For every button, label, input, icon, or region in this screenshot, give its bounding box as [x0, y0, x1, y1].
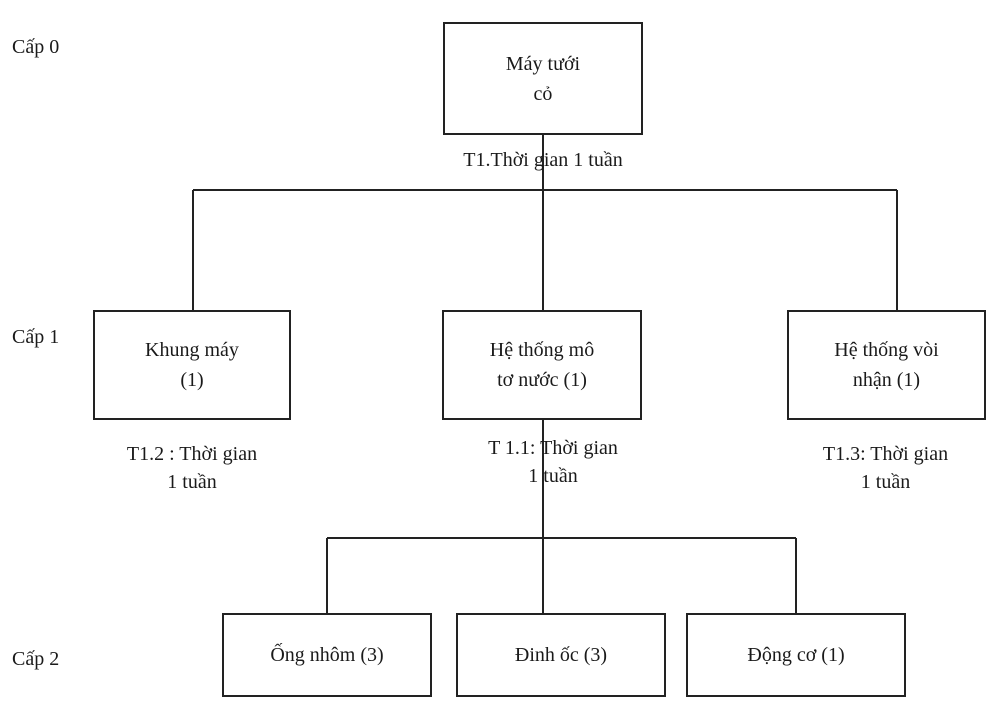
level-1-label: Cấp 1	[12, 326, 60, 348]
node-motor-system-line2: tơ nước (1)	[497, 369, 587, 391]
node-frame: Khung máy (1)	[93, 310, 291, 420]
node-motor-system: Hệ thống mô tơ nước (1)	[442, 310, 642, 420]
note-t1-2-line1: T1.2 : Thời gian	[126, 443, 258, 465]
node-bolts-line1: Đinh ốc (3)	[514, 644, 608, 666]
node-nozzle-system-line2: nhận (1)	[852, 369, 921, 391]
node-nozzle-system-line1: Hệ thống vòi	[834, 339, 939, 361]
node-root-line2: cỏ	[533, 82, 553, 105]
node-root-line1: Máy tưới	[505, 52, 581, 75]
level-0-label: Cấp 0	[12, 36, 60, 58]
node-frame-line2: (1)	[180, 369, 204, 391]
node-aluminum-pipe: Ống nhôm (3)	[222, 613, 432, 697]
level-2-label: Cấp 2	[12, 648, 60, 670]
node-motor-system-line1: Hệ thống mô	[489, 339, 595, 361]
node-engine: Động cơ (1)	[686, 613, 906, 697]
node-aluminum-pipe-line1: Ống nhôm (3)	[270, 644, 384, 666]
node-engine-line1: Động cơ (1)	[747, 644, 845, 666]
node-root: Máy tưới cỏ	[443, 22, 643, 135]
node-frame-line1: Khung máy	[145, 339, 239, 361]
note-t1-2-line2: 1 tuần	[167, 471, 217, 493]
note-t1-1: T 1.1: Thời gian 1 tuần	[448, 434, 658, 490]
note-t1-3-line1: T1.3: Thời gian	[822, 443, 949, 465]
note-t1-line1: T1.Thời gian 1 tuần	[463, 149, 623, 171]
note-t1-3-line2: 1 tuần	[860, 471, 911, 493]
node-nozzle-system: Hệ thống vòi nhận (1)	[787, 310, 986, 420]
note-t1: T1.Thời gian 1 tuần	[408, 146, 678, 174]
node-bolts: Đinh ốc (3)	[456, 613, 666, 697]
note-t1-2: T1.2 : Thời gian 1 tuần	[82, 440, 302, 496]
note-t1-1-line2: 1 tuần	[528, 465, 578, 487]
note-t1-1-line1: T 1.1: Thời gian	[488, 437, 618, 459]
note-t1-3: T1.3: Thời gian 1 tuần	[778, 440, 993, 496]
